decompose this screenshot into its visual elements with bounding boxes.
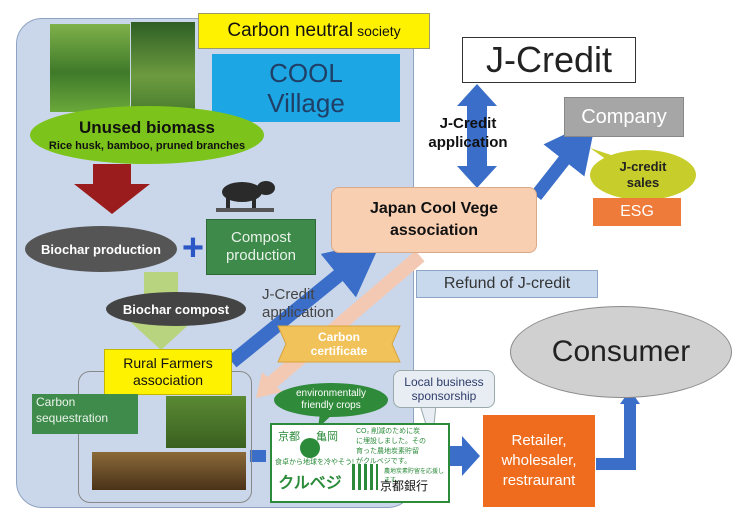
carbon-neutral-title: Carbon neutral [227, 20, 354, 41]
kuruvege-kameoka: 亀岡 [316, 431, 338, 443]
unused-biomass-title: Unused biomass [78, 118, 216, 137]
jcredit-title-box: J-Credit [462, 37, 636, 83]
qr-code-icon [352, 464, 378, 490]
esg-box: ESG [593, 198, 681, 226]
jcredit-app-vert-line2: application [428, 134, 508, 151]
jcredit-double-arrow [457, 84, 497, 188]
kuru-text-line1: CO₂ 削減のために炭 [356, 428, 421, 435]
jcredit-app-diag-line2: application [262, 304, 334, 321]
refund-arrow [265, 250, 425, 390]
orchard-photo [131, 22, 195, 112]
kuru-text-line2: に埋設しました。その [356, 438, 426, 445]
carbon-certificate-ribbon [277, 325, 401, 363]
jcredit-sales-bubble: J-credit sales [590, 150, 696, 200]
cow-icon [212, 172, 278, 216]
kuruvege-brand: クルベジ [278, 475, 342, 492]
cool-village-line1: COOL [269, 58, 343, 88]
jcredit-application-vertical-label: J-Credit application [425, 114, 511, 152]
kuruvege-small-text: 農地炭素貯留を応援します。 [384, 469, 445, 484]
unused-biomass-ellipse: Unused biomass Rice husk, bamboo, pruned… [30, 106, 264, 164]
environmentally-friendly-crops-bubble: environmentally friendly crops [274, 383, 388, 417]
carbon-certificate-label: Carbon certificate [292, 326, 386, 362]
kuru-text-line3: 育った農地炭素貯留 [356, 448, 419, 455]
jcredit-sales-line2: sales [626, 175, 660, 190]
kuruvege-slogan: 食卓から地球を冷やそう! [275, 459, 354, 466]
kuruvege-kyoto: 京都 [278, 431, 300, 443]
certificate-line1: Carbon [318, 330, 360, 344]
unused-biomass-subtitle: Rice husk, bamboo, pruned branches [48, 140, 246, 152]
cool-village-box: COOL Village [212, 54, 400, 122]
env-crops-line1: environmentally [295, 388, 367, 399]
compost-line1: Compost [230, 229, 292, 246]
farmers-to-assoc-arrow [227, 240, 382, 368]
soil-photo [92, 452, 246, 490]
carbon-neutral-box: Carbon neutral society [198, 13, 430, 49]
bamboo-photo [50, 24, 130, 112]
env-crops-line2: friendly crops [301, 400, 361, 411]
jcredit-app-diag-line1: J-Credit [262, 286, 315, 303]
association-line1: Japan Cool Vege [369, 200, 499, 217]
retailer-line1: Retailer, [511, 432, 567, 449]
retailer-box: Retailer, wholesaler, restraurant [483, 415, 595, 507]
jcredit-sales-line1: J-credit [619, 159, 667, 174]
cool-village-line2: Village [267, 88, 345, 118]
company-box: Company [564, 97, 684, 137]
local-business-sponsorship-bubble: Local business sponsorship [393, 370, 495, 408]
assoc-to-company-arrow [530, 119, 597, 201]
japan-cool-vege-association-box: Japan Cool Vege association [331, 187, 537, 253]
rural-line2: association [132, 372, 204, 388]
jcredit-app-vert-line1: J-Credit [439, 115, 497, 132]
kyoto-bank-logo: 京都銀行 [380, 479, 429, 493]
local-biz-line2: sponsorship [411, 389, 477, 403]
rural-line1: Rural Farmers [123, 355, 213, 371]
plus-icon: + [181, 226, 205, 269]
kuruvege-description: CO₂ 削減のために炭 に埋設しました。その 育った農地炭素貯留 がクルベジです… [356, 427, 442, 467]
biochar-production-ellipse: Biochar production [25, 226, 177, 272]
association-line2: association [389, 222, 479, 239]
biomass-to-biochar-arrow [74, 164, 150, 214]
rural-farmers-association-box: Rural Farmers association [104, 349, 232, 395]
crop-field-photo [166, 396, 246, 448]
carbon-sequestration-box: Carbon sequestration [32, 394, 138, 434]
kuru-text-line4: がクルベジです。 [356, 458, 412, 465]
carbon-seq-line1: Carbon [36, 395, 76, 409]
retailer-line2: wholesaler, [501, 452, 577, 469]
refund-box: Refund of J-credit [416, 270, 598, 298]
consumer-ellipse: Consumer [510, 306, 732, 398]
retailer-to-consumer-arrow [596, 402, 636, 470]
kuruvege-mascot-icon [300, 438, 320, 458]
biochar-compost-ellipse: Biochar compost [106, 292, 246, 326]
carbon-seq-line2: sequestration [36, 411, 109, 425]
label-to-retailer-arrow [448, 436, 480, 476]
local-biz-line1: Local business [404, 375, 484, 389]
compost-line2: production [225, 247, 297, 264]
jcredit-application-diagonal-label: J-Credit application [262, 286, 372, 322]
retailer-line3: restraurant [502, 472, 576, 489]
certificate-line2: certificate [310, 344, 368, 358]
compost-production-box: Compost production [206, 219, 316, 275]
carbon-neutral-small: society [357, 23, 401, 39]
